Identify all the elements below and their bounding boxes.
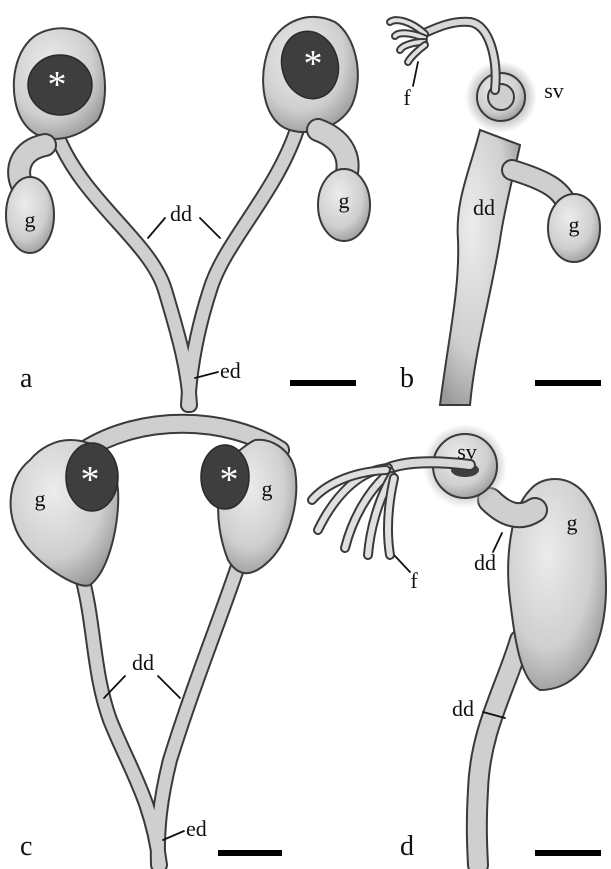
panel-d-label-g: g xyxy=(567,510,578,535)
panel-d-leader-f xyxy=(395,556,410,572)
panel-d: sv g dd f dd d xyxy=(312,424,606,865)
panel-a-label-ed: ed xyxy=(220,358,241,383)
panel-b-label-g: g xyxy=(569,212,580,237)
panel-b-panel-label: b xyxy=(400,363,414,394)
panel-a-leader-dd-left xyxy=(148,218,165,238)
panel-b-label-sv: sv xyxy=(544,78,564,103)
panel-a-label-g-left: g xyxy=(25,207,36,232)
panel-c-label-g-left: g xyxy=(35,486,46,511)
panel-b-fingers xyxy=(390,20,425,62)
panel-c-label-g-right: g xyxy=(262,476,273,501)
panel-a-label-dd: dd xyxy=(170,201,192,226)
panel-a-label-g-right: g xyxy=(339,188,350,213)
panel-d-panel-label: d xyxy=(400,831,414,862)
panel-c-leader-dd-right xyxy=(158,676,180,698)
panel-b-leader-f xyxy=(413,62,418,86)
panel-d-label-dd-lower: dd xyxy=(452,696,474,721)
panel-a-deferent-ducts xyxy=(55,120,300,405)
panel-d-leader-dd-upper xyxy=(493,533,502,552)
panel-b-label-dd: dd xyxy=(473,195,495,220)
panel-d-label-sv: sv xyxy=(457,439,477,464)
panel-a: * * g g dd ed a xyxy=(6,17,370,405)
panel-a-marker-right: * xyxy=(304,43,323,85)
panel-d-label-dd-upper: dd xyxy=(474,550,496,575)
panel-c-marker-left: * xyxy=(81,459,100,501)
panel-c-marker-right: * xyxy=(220,459,239,501)
panel-c-panel-label: c xyxy=(20,831,32,862)
panel-b: f sv dd g b xyxy=(390,20,601,405)
panel-a-marker-left: * xyxy=(48,64,67,106)
panel-a-leader-dd-right xyxy=(200,218,220,238)
panel-d-fingers xyxy=(312,468,394,555)
panel-b-label-f: f xyxy=(403,85,411,110)
panel-c-label-dd: dd xyxy=(132,650,154,675)
panel-c-label-ed: ed xyxy=(186,816,207,841)
panel-c: * * g g dd ed c xyxy=(11,424,297,865)
panel-a-panel-label: a xyxy=(20,363,33,394)
panel-d-label-f: f xyxy=(410,568,418,593)
